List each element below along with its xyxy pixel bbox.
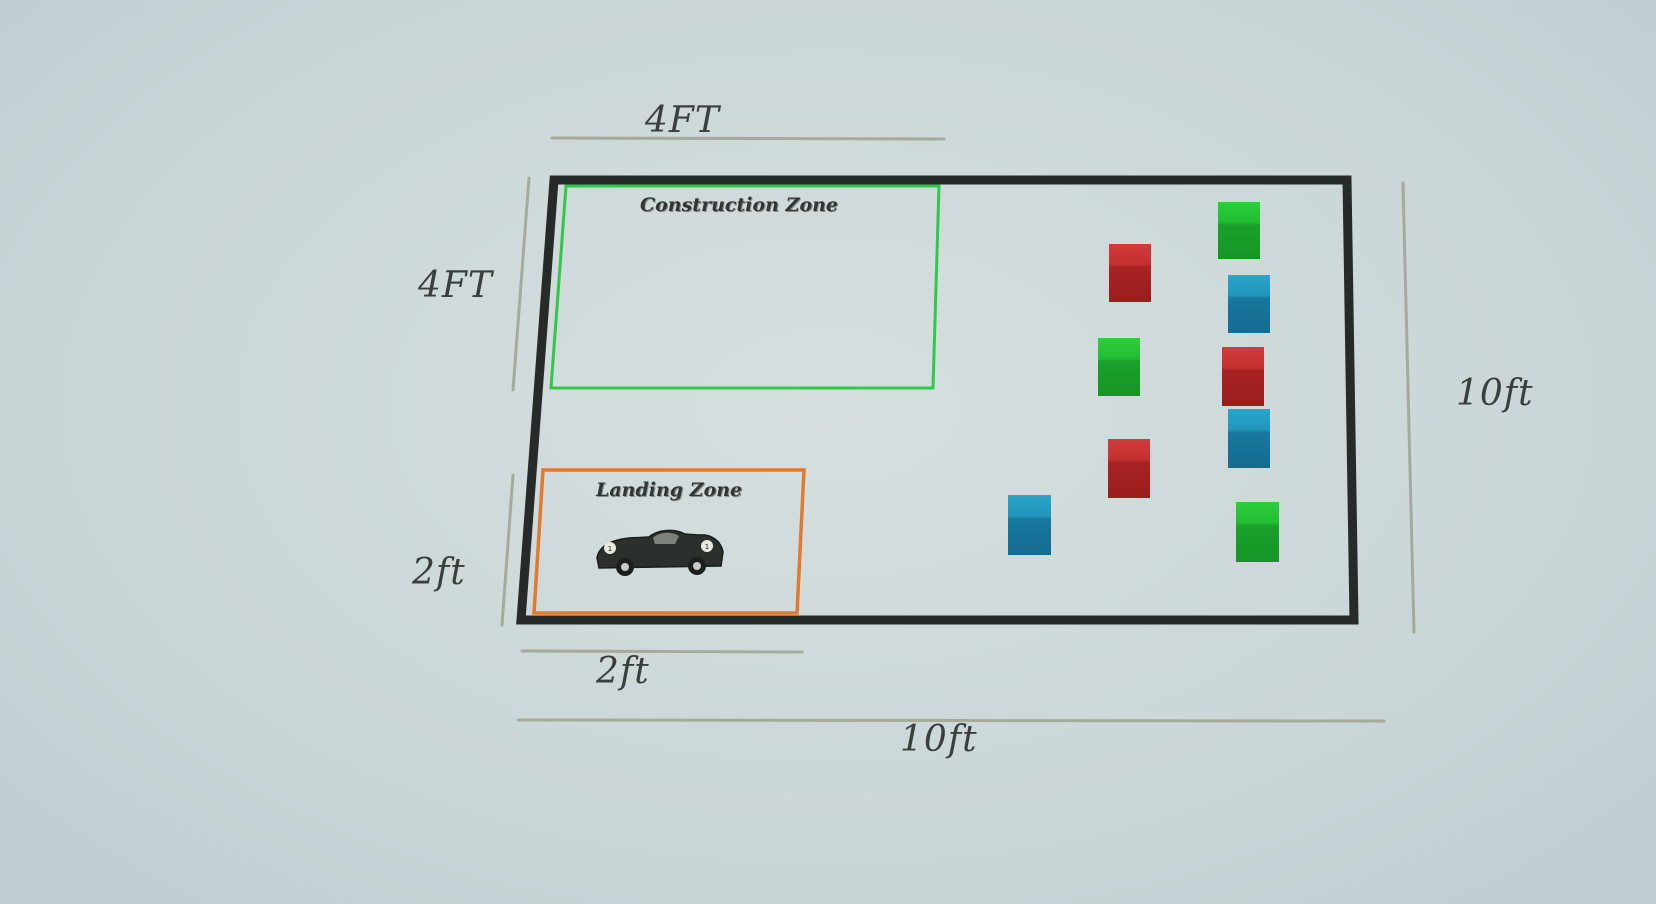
landing-zone-label: Landing Zone (596, 479, 743, 501)
block-red-1 (1109, 244, 1151, 302)
block-blue-1 (1228, 275, 1270, 333)
vintage-race-car-icon: 1 1 (596, 529, 724, 576)
svg-text:1: 1 (608, 545, 612, 553)
block-red-2 (1222, 347, 1264, 406)
landing-zone-outline (532, 468, 806, 615)
blocks (1008, 202, 1279, 562)
dim-line-right-10ft (1401, 181, 1416, 634)
dim-label-bottom-10ft: 10ft (900, 719, 978, 760)
dim-label-right-10ft: 10ft (1456, 373, 1534, 414)
dim-label-left-2ft: 2ft (412, 552, 466, 593)
dim-line-left-4ft (511, 176, 531, 392)
block-green-1 (1218, 202, 1260, 259)
dimension-lines (500, 136, 1416, 723)
dim-label-top-4ft: 4FT (645, 100, 720, 141)
dim-line-bottom-10ft (516, 718, 1386, 723)
dim-line-left-2ft (500, 473, 515, 627)
block-green-2 (1098, 338, 1140, 396)
field-boundary (516, 175, 1359, 625)
block-blue-2 (1228, 409, 1270, 468)
block-red-3 (1108, 439, 1150, 498)
dim-line-top-4ft (550, 136, 946, 141)
block-green-3 (1236, 502, 1279, 562)
dim-label-bottom-2ft: 2ft (596, 651, 650, 692)
block-blue-3 (1008, 495, 1051, 555)
construction-zone-outline (549, 184, 941, 390)
construction-zone-label: Construction Zone (640, 194, 839, 216)
dim-label-left-4ft: 4FT (418, 265, 493, 306)
svg-text:1: 1 (705, 543, 709, 551)
dim-line-bottom-2ft (520, 649, 804, 654)
